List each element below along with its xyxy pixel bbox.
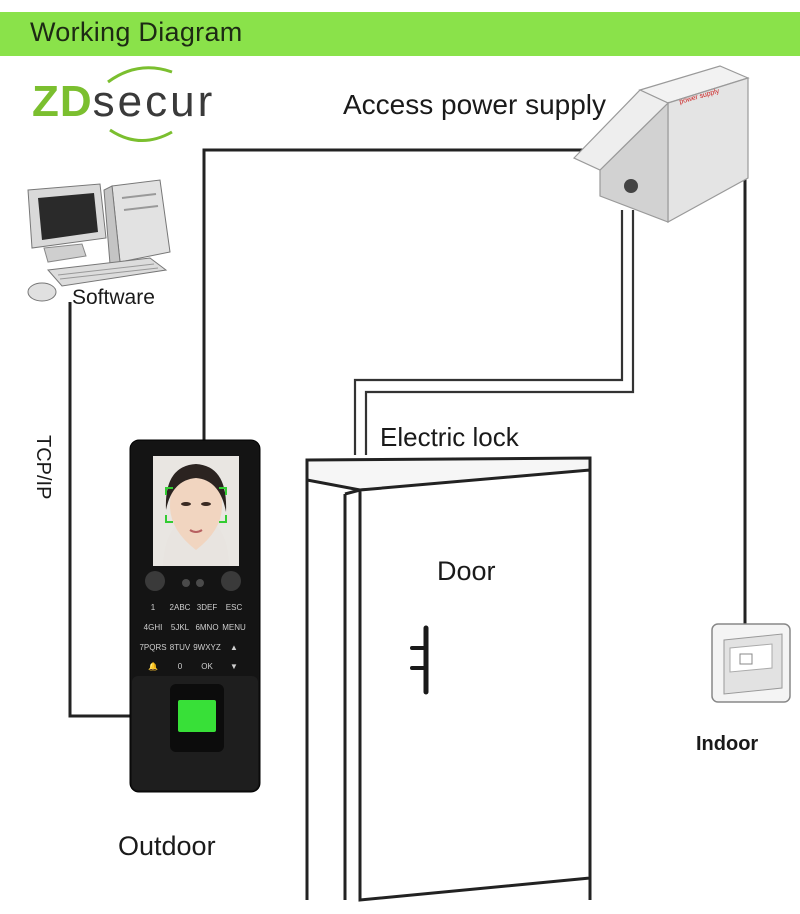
- lock-wire-a: [353, 210, 624, 455]
- software-label: Software: [72, 286, 155, 309]
- lock-wires: [353, 210, 635, 455]
- page-title: Working Diagram: [30, 17, 243, 47]
- fingerprint-sensor[interactable]: [178, 700, 216, 732]
- logo-swirl: [107, 66, 173, 84]
- ir-sensor-icon: [182, 579, 190, 587]
- electric-lock-label: Electric lock: [380, 422, 520, 452]
- computer-icon: [27, 179, 171, 302]
- key[interactable]: 5JKL: [171, 623, 190, 632]
- lock-wire-b: [364, 210, 635, 455]
- wire-power-to-indoor: [715, 158, 747, 624]
- mouse-icon: [27, 282, 57, 302]
- outdoor-label: Outdoor: [118, 831, 216, 861]
- logo-prefix: ZD: [32, 77, 93, 126]
- tcp-ip-label: TCP/IP: [32, 435, 54, 499]
- face-detect-frame: [165, 487, 227, 523]
- logo-swirl-lower: [109, 128, 173, 142]
- key[interactable]: OK: [201, 662, 213, 671]
- key[interactable]: 🔔: [148, 662, 158, 671]
- key[interactable]: ▼: [230, 662, 238, 671]
- power-socket-icon: [624, 179, 638, 193]
- key[interactable]: 1: [151, 603, 156, 612]
- access-terminal: 1 2ABC 3DEF ESC 4GHI 5JKL 6MNO MENU 7PQR…: [129, 439, 261, 793]
- wire-software-to-terminal: [68, 302, 135, 718]
- exit-button-icon[interactable]: [711, 623, 791, 703]
- key[interactable]: 9WXYZ: [193, 643, 221, 652]
- camera-left-icon: [145, 571, 165, 591]
- camera-right-icon: [221, 571, 241, 591]
- key[interactable]: 0: [178, 662, 183, 671]
- key[interactable]: 7PQRS: [139, 643, 166, 652]
- key[interactable]: 3DEF: [197, 603, 218, 612]
- power-supply-label: Access power supply: [343, 89, 606, 120]
- door-handle-icon[interactable]: [410, 625, 429, 695]
- title-banner: [0, 12, 800, 56]
- key[interactable]: 6MNO: [195, 623, 218, 632]
- door: [305, 456, 592, 902]
- key[interactable]: 8TUV: [170, 643, 191, 652]
- key[interactable]: ESC: [226, 603, 243, 612]
- logo-suffix: secur: [92, 77, 216, 126]
- power-supply-box: power supply: [572, 65, 750, 224]
- indoor-label: Indoor: [696, 733, 758, 755]
- brand-logo: ZDsecur: [32, 80, 215, 124]
- key[interactable]: MENU: [222, 623, 246, 632]
- key[interactable]: ▲: [230, 643, 238, 652]
- key[interactable]: 2ABC: [170, 603, 191, 612]
- wire-terminal-to-power: [202, 148, 615, 440]
- face-icon: [163, 464, 229, 566]
- keypad: 1 2ABC 3DEF ESC 4GHI 5JKL 6MNO MENU 7PQR…: [139, 603, 246, 671]
- ir-sensor-icon: [196, 579, 204, 587]
- door-label: Door: [437, 556, 496, 586]
- key[interactable]: 4GHI: [144, 623, 163, 632]
